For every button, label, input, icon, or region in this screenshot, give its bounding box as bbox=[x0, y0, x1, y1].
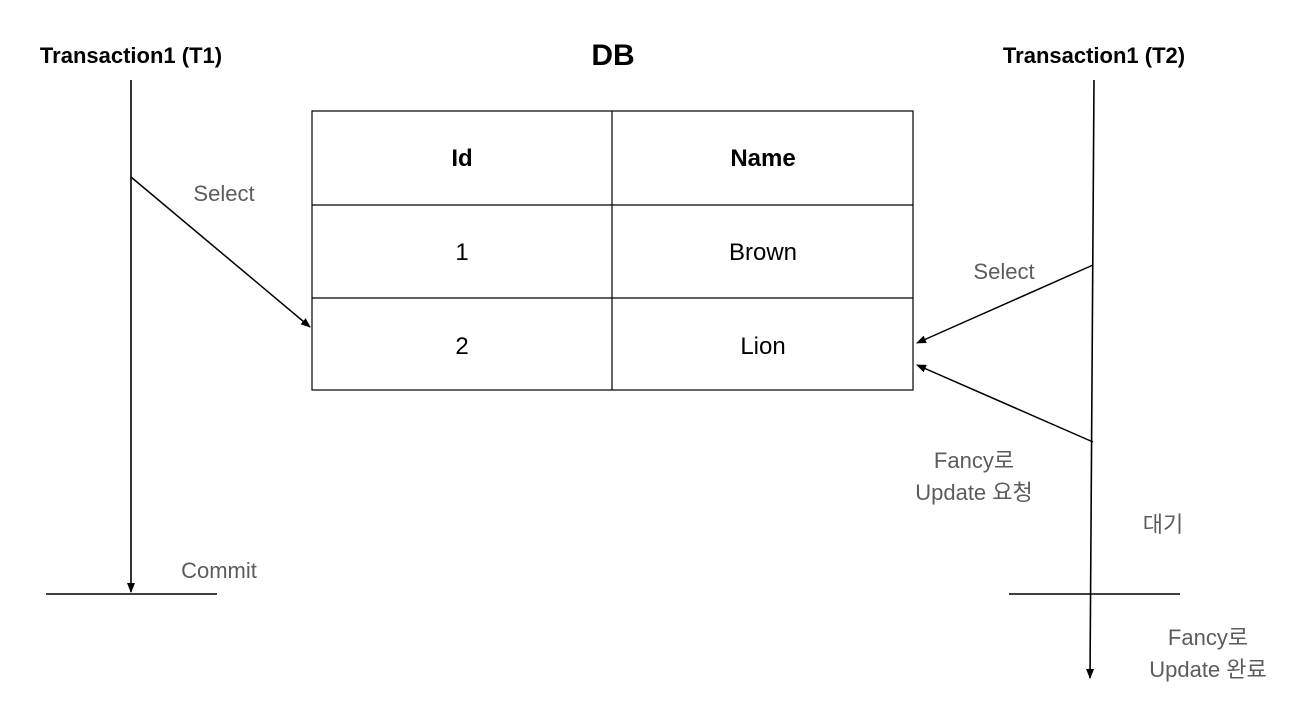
t1-select-arrow bbox=[130, 176, 311, 328]
table-cell-id: 1 bbox=[455, 239, 468, 266]
table-cell-name: Lion bbox=[740, 333, 785, 360]
table-cell-name: Brown bbox=[729, 239, 797, 266]
t2-update-request-line1: Fancy로 bbox=[934, 448, 1014, 473]
t2-timeline-arrow bbox=[1086, 79, 1095, 679]
t2-wait-label: 대기 bbox=[1143, 512, 1183, 537]
t1-select-label: Select bbox=[193, 181, 254, 206]
table-cell-id: 2 bbox=[455, 333, 468, 360]
t2-update-request-arrow bbox=[916, 364, 1094, 443]
table-header-id: Id bbox=[451, 145, 472, 172]
t2-title: Transaction1 (T2) bbox=[1003, 43, 1185, 68]
t2-update-done-line2: Update 완료 bbox=[1149, 657, 1267, 682]
t1-title: Transaction1 (T1) bbox=[40, 43, 222, 68]
t2-update-done-line1: Fancy로 bbox=[1168, 625, 1248, 650]
db-table: Id Name 1 Brown 2 Lion bbox=[311, 110, 914, 391]
t2-select-arrow bbox=[916, 264, 1094, 344]
t2-update-request-line2: Update 요청 bbox=[915, 480, 1033, 505]
t2-select-label: Select bbox=[973, 259, 1034, 284]
t1-commit-label: Commit bbox=[181, 558, 257, 583]
table-header-name: Name bbox=[730, 145, 795, 172]
db-title: DB bbox=[591, 39, 634, 72]
